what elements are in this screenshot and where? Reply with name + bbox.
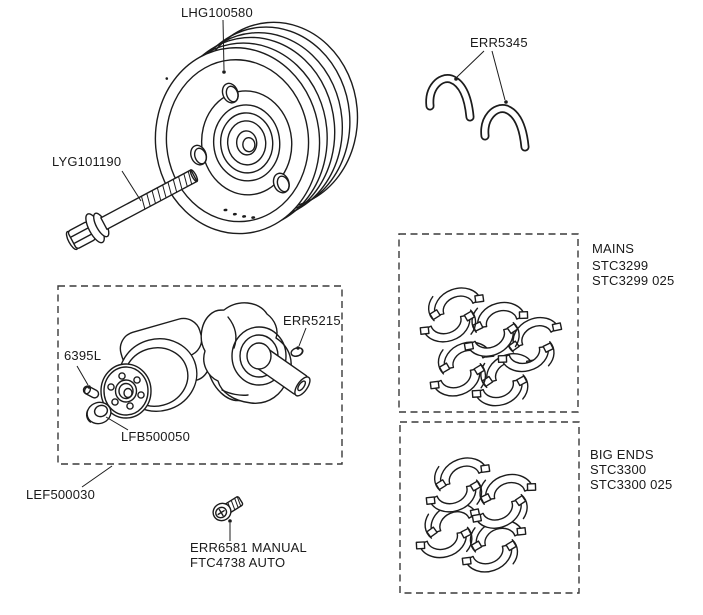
label-big-ends-std: STC3300 xyxy=(590,462,647,477)
mains-box xyxy=(398,233,579,413)
label-big-ends-title: BIG ENDS xyxy=(590,447,654,462)
label-screw-auto: FTC4738 AUTO xyxy=(190,555,286,570)
crank-front-drawing xyxy=(82,317,212,425)
spigot-bush-drawing xyxy=(85,401,112,425)
label-spigot-bush: LFB500050 xyxy=(121,429,191,444)
label-key-front: 6395L xyxy=(64,348,102,363)
label-pulley-bolt: LYG101190 xyxy=(52,154,122,169)
key-rear-drawing xyxy=(290,347,304,357)
key-front-drawing xyxy=(82,385,100,399)
big-ends-box xyxy=(399,421,580,594)
label-key-rear: ERR5215 xyxy=(283,313,341,328)
label-thrust-washers: ERR5345 xyxy=(470,35,528,50)
big-end-bearings-drawing xyxy=(414,449,538,580)
crank-rear-drawing xyxy=(200,302,311,404)
label-big-ends-oversize: STC3300 025 xyxy=(590,477,673,492)
label-crankshaft: LEF500030 xyxy=(26,487,96,502)
leader-lines xyxy=(76,19,508,541)
thrust-washer-clips-drawing xyxy=(425,74,530,152)
mains-bearings-drawing xyxy=(417,279,565,413)
label-mains-oversize: STC3299 025 xyxy=(592,273,675,288)
label-screw-manual: ERR6581 MANUAL xyxy=(190,540,307,555)
label-pulley: LHG100580 xyxy=(181,5,253,20)
crankshaft-box xyxy=(57,285,343,465)
label-mains-std: STC3299 xyxy=(592,258,649,273)
pulley-drawing xyxy=(154,21,359,235)
screw-drawing xyxy=(212,496,244,522)
label-mains-title: MAINS xyxy=(592,241,635,256)
pulley-bolt-drawing xyxy=(65,169,199,251)
